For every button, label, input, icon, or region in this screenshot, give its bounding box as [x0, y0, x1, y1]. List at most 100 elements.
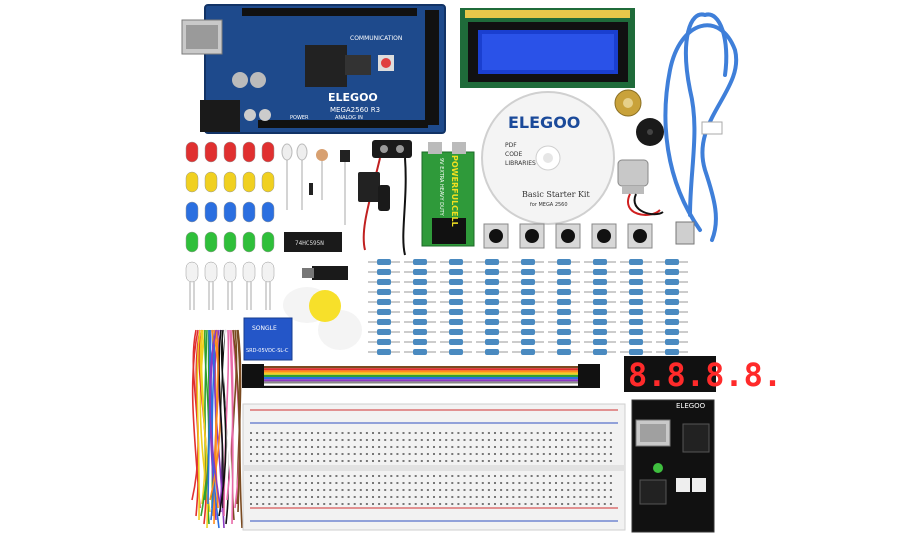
led — [185, 201, 199, 223]
resistor — [368, 339, 400, 345]
resistor — [656, 319, 688, 325]
resistor — [548, 279, 580, 285]
resistor — [368, 329, 400, 335]
led — [204, 201, 218, 223]
resistor — [656, 269, 688, 275]
resistor — [656, 279, 688, 285]
usb-cable — [663, 12, 739, 242]
resistor — [404, 329, 436, 335]
resistor — [548, 309, 580, 315]
resistor — [548, 299, 580, 305]
resistor — [440, 269, 472, 275]
resistor — [368, 269, 400, 275]
resistor — [476, 259, 508, 265]
resistor — [512, 339, 544, 345]
led — [204, 141, 218, 163]
resistor — [512, 269, 544, 275]
photoresistor — [316, 149, 328, 200]
resistor — [512, 329, 544, 335]
led — [204, 171, 218, 193]
ribbon-connector-left — [242, 364, 264, 388]
capacitor — [378, 185, 390, 211]
cd-title: Basic Starter Kit — [522, 190, 590, 199]
resistor — [440, 279, 472, 285]
resistor — [512, 349, 544, 355]
push-button — [555, 223, 581, 249]
resistor — [620, 299, 652, 305]
resistor — [476, 329, 508, 335]
resistor — [404, 319, 436, 325]
resistor — [656, 339, 688, 345]
jumper-wire — [208, 329, 222, 513]
board-analog-label: ANALOG IN — [335, 115, 363, 121]
relay-brand: SONGLE — [252, 325, 277, 332]
cd-line-code: CODE — [505, 151, 523, 158]
resistor — [404, 339, 436, 345]
resistor — [548, 329, 580, 335]
led — [261, 261, 275, 310]
resistor — [440, 319, 472, 325]
led — [185, 231, 199, 253]
resistor — [476, 309, 508, 315]
resistor — [368, 259, 400, 265]
resistor — [548, 339, 580, 345]
jumper-wire — [196, 329, 201, 521]
push-button-row — [483, 223, 653, 249]
push-button — [591, 223, 617, 249]
resistor — [368, 289, 400, 295]
fan-blade — [283, 287, 362, 350]
resistor — [440, 339, 472, 345]
resistor — [440, 299, 472, 305]
resistor — [584, 309, 616, 315]
resistor — [368, 349, 400, 355]
buzzer-passive — [614, 89, 642, 117]
resistor — [656, 289, 688, 295]
resistor — [548, 289, 580, 295]
resistor — [404, 279, 436, 285]
cd-brand: ELEGOO — [508, 113, 580, 132]
resistor — [584, 289, 616, 295]
cd-subtitle: for MEGA 2560 — [530, 202, 568, 208]
resistor — [620, 339, 652, 345]
push-button — [483, 223, 509, 249]
resistor — [404, 349, 436, 355]
resistor — [440, 329, 472, 335]
resistor — [512, 279, 544, 285]
resistor — [440, 259, 472, 265]
resistor — [404, 259, 436, 265]
diode — [309, 183, 313, 195]
resistor — [584, 269, 616, 275]
resistor — [368, 299, 400, 305]
resistor — [404, 289, 436, 295]
resistor — [584, 319, 616, 325]
dc-power-jack — [200, 100, 240, 132]
jumper-wire — [229, 329, 234, 525]
led — [204, 231, 218, 253]
led — [223, 261, 237, 310]
board-comm-label: COMMUNICATION — [350, 35, 402, 42]
resistor — [512, 299, 544, 305]
resistor — [584, 329, 616, 335]
dupont-ribbon-cable — [242, 364, 600, 388]
led-grid — [185, 141, 275, 310]
resistor — [476, 319, 508, 325]
transistor — [340, 150, 350, 225]
jumper-wire — [218, 329, 227, 517]
resistor — [548, 319, 580, 325]
led — [223, 171, 237, 193]
resistor — [620, 349, 652, 355]
led — [242, 231, 256, 253]
resistor — [476, 299, 508, 305]
led — [261, 201, 275, 223]
white-leds-top — [281, 143, 308, 210]
seven-segment-display: 8.8.8.8. — [624, 356, 782, 394]
led — [261, 141, 275, 163]
resistor — [584, 299, 616, 305]
shift-register-ic: 74HC595N — [284, 232, 342, 252]
jumper-wire — [200, 329, 210, 517]
board-power-label: POWER — [290, 115, 309, 121]
led — [223, 201, 237, 223]
relay-model: SRD-05VDC-SL-C — [246, 348, 289, 354]
cd-line-libraries: LIBRARIES — [505, 160, 536, 167]
